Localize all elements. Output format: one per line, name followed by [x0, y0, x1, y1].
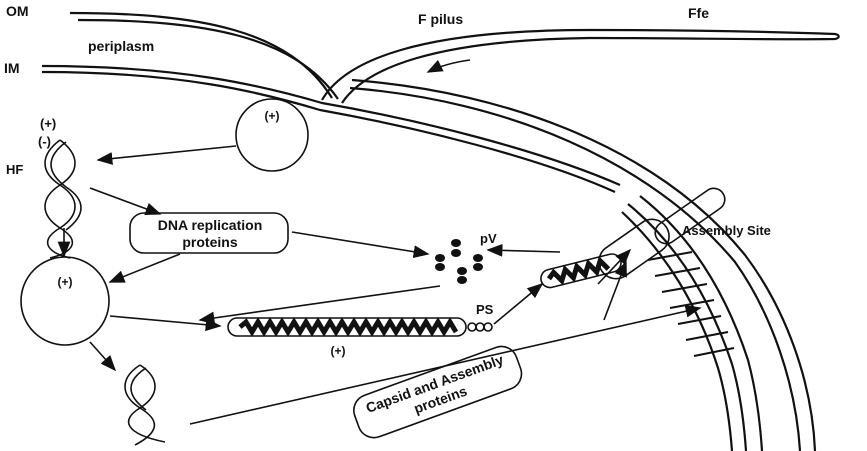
pv-zigzag — [240, 322, 456, 332]
ps-loop — [484, 323, 492, 331]
ffe-label: Ffe — [688, 5, 709, 21]
pv-protein-cluster — [435, 239, 483, 284]
dna-box-line2: proteins — [182, 234, 237, 250]
cell-wall-inner-3 — [622, 212, 732, 451]
circle-left-sign: (+) — [58, 275, 73, 289]
arrow-extrusion-to-pv — [488, 250, 560, 252]
outer-membrane-line — [70, 13, 332, 98]
helix-strand-b — [45, 140, 75, 258]
retraction-arrow — [428, 60, 470, 72]
pv-dot — [435, 254, 445, 262]
minus-strand-label: (-) — [38, 134, 51, 149]
ps-label: PS — [476, 302, 494, 317]
ffe-filament — [590, 30, 839, 39]
rf-helix — [45, 140, 81, 258]
capsid-assembly-box: Capsid and Assembly proteins — [349, 342, 526, 442]
arrow-complex-to-extrusion — [494, 284, 542, 324]
inner-membrane-line — [42, 66, 620, 185]
pv-dot — [473, 263, 483, 271]
arrow-replication-to-pv — [292, 232, 428, 254]
arrow-pv-to-complex — [200, 286, 440, 320]
arrow-replication-to-circle — [110, 254, 180, 282]
helix-strand-c — [51, 142, 81, 230]
f-pilus-label: F pilus — [418, 11, 463, 27]
pv-dot — [457, 276, 467, 284]
dna-box-line1: DNA replication — [158, 217, 263, 233]
assembly-site-label: Assembly Site — [682, 223, 771, 238]
exiting-phage-hatches — [648, 252, 734, 356]
arrow-circle-to-complex — [110, 316, 220, 326]
periplasm-label: periplasm — [88, 38, 154, 54]
plus-strand-label: (+) — [40, 116, 56, 131]
outer-membrane-line-inner — [78, 20, 338, 99]
arrow-circle-to-rf — [98, 146, 236, 160]
circular-dna-top: (+) — [236, 99, 308, 171]
f-pilus-lower — [342, 38, 590, 103]
pv-dot — [457, 267, 467, 275]
circle-left-shape — [21, 257, 109, 345]
circle-top-sign: (+) — [265, 109, 280, 123]
pv-label: pV — [480, 231, 497, 246]
helix-strand-a — [45, 140, 75, 258]
hf-label: HF — [6, 162, 23, 177]
ps-loop — [468, 323, 476, 331]
om-label: OM — [6, 3, 29, 19]
arrow-rf-to-replication — [90, 188, 160, 214]
assembly-site — [592, 184, 734, 356]
circular-dna-left: (+) — [21, 257, 109, 345]
pv-dot — [435, 263, 445, 271]
arrow-circle-to-bottom-helix — [90, 342, 115, 370]
strand-sign-label: (+) — [331, 344, 346, 358]
pv-ssdna-complex — [228, 318, 492, 336]
dna-replication-box: DNA replication proteins — [130, 213, 288, 253]
ps-loop — [476, 323, 484, 331]
bottom-helix — [125, 365, 165, 445]
pv-dot — [473, 254, 483, 262]
im-label: IM — [4, 60, 20, 76]
pv-dot — [451, 239, 461, 247]
pv-dot — [451, 249, 461, 257]
